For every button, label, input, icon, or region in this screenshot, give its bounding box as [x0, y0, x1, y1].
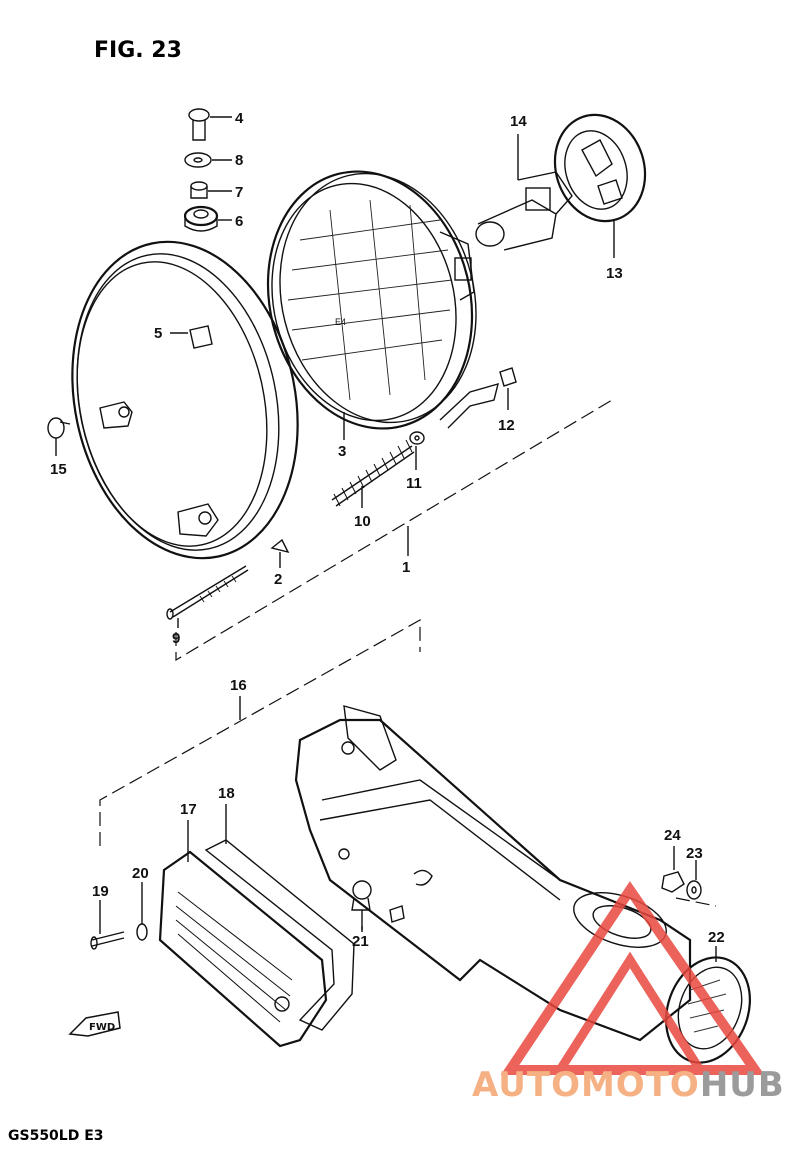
bracket-1 [175, 398, 613, 662]
watermark-part1: AUTOMOTO [472, 1065, 700, 1105]
label-23: 23 [686, 845, 703, 862]
screw-19 [90, 931, 125, 950]
label-11: 11 [406, 475, 422, 492]
label-19: 19 [92, 883, 109, 900]
label-14: 14 [510, 113, 527, 130]
clip-12 [499, 367, 517, 387]
nut-24 [661, 871, 685, 893]
label-4: 4 [235, 110, 244, 127]
label-13: 13 [606, 265, 623, 282]
label-15: 15 [50, 461, 67, 478]
headlight-housing [294, 705, 692, 1042]
label-3: 3 [338, 443, 346, 460]
headlight-unit: E4 [266, 170, 499, 430]
label-1: 1 [402, 559, 410, 576]
screw-4 [188, 108, 210, 141]
spacer-7 [190, 181, 208, 199]
label-5: 5 [154, 325, 162, 342]
grommet-6 [183, 205, 219, 232]
nut-11 [409, 431, 425, 445]
label-2: 2 [274, 571, 282, 588]
fwd-arrow: FWD [68, 1011, 121, 1037]
leaders-lower [99, 804, 717, 962]
bulb-14 [475, 171, 573, 251]
bracket-22 [675, 897, 717, 907]
label-9: 9 [172, 630, 180, 647]
label-18: 18 [218, 785, 235, 802]
watermark-logo [500, 881, 765, 1075]
watermark-text: AUTOMOTOHUB [472, 1065, 785, 1105]
spring-10 [331, 439, 415, 507]
model-code: GS550LD E3 [8, 1128, 104, 1144]
label-8: 8 [235, 152, 243, 169]
part-labels: 4 8 7 6 14 13 5 12 3 11 15 10 1 2 9 16 1… [50, 110, 725, 950]
watermark-part2: HUB [700, 1065, 785, 1105]
label-20: 20 [132, 865, 149, 882]
grille-17 [158, 850, 328, 1048]
label-12: 12 [498, 417, 515, 434]
fwd-label: FWD [89, 1022, 115, 1033]
label-16: 16 [230, 677, 247, 694]
label-21: 21 [352, 933, 369, 950]
socket-13 [553, 113, 647, 223]
headlight-rim [71, 240, 299, 560]
adjust-screw-9 [166, 565, 249, 620]
leaders-hardware [208, 116, 232, 221]
svg-text:E4: E4 [335, 317, 346, 327]
washer-20 [136, 923, 148, 941]
washer-8 [184, 152, 212, 168]
label-10: 10 [354, 513, 371, 530]
label-6: 6 [235, 213, 243, 230]
label-17: 17 [180, 801, 197, 818]
figure-title: FIG. 23 [94, 38, 182, 63]
bracket-16 [99, 618, 421, 846]
washer-23 [686, 880, 702, 900]
screw-15 [47, 417, 71, 439]
label-22: 22 [708, 929, 725, 946]
label-7: 7 [235, 184, 243, 201]
label-24: 24 [664, 827, 681, 844]
gasket-18 [204, 839, 355, 1031]
leaders-upper [55, 134, 615, 628]
